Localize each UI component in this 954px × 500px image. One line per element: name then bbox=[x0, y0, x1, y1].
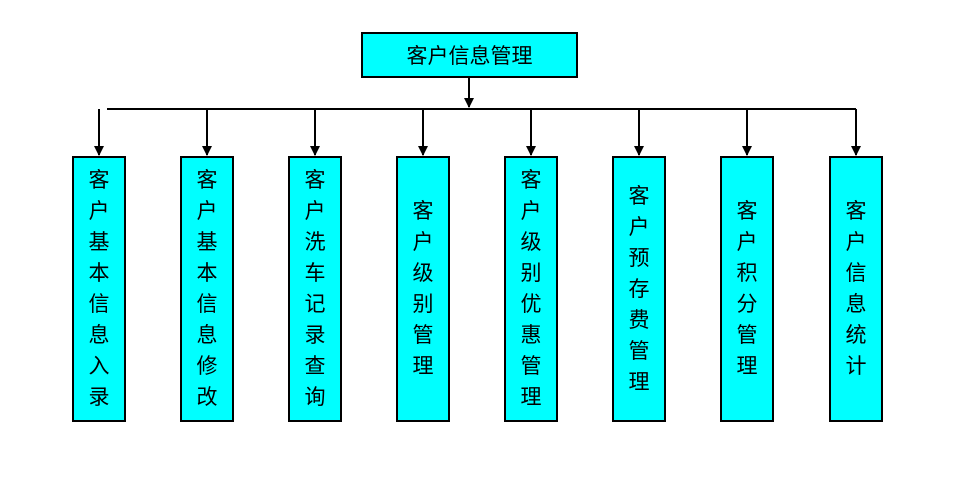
child-node-points-management: 客户积分管理 bbox=[720, 156, 774, 422]
child-node-label: 客户级别优惠管理 bbox=[520, 168, 542, 409]
child-node-wash-record-query: 客户洗车记录查询 bbox=[288, 156, 342, 422]
child-node-label: 客户预存费管理 bbox=[628, 183, 650, 394]
child-node-label: 客户积分管理 bbox=[736, 199, 758, 378]
child-node-prepaid-management: 客户预存费管理 bbox=[612, 156, 666, 422]
child-node-basic-info-edit: 客户基本信息修改 bbox=[180, 156, 234, 422]
child-node-basic-info-entry: 客户基本信息入录 bbox=[72, 156, 126, 422]
child-node-level-management: 客户级别管理 bbox=[396, 156, 450, 422]
root-node: 客户信息管理 bbox=[361, 32, 578, 78]
child-node-label: 客户基本信息入录 bbox=[88, 168, 110, 409]
child-node-level-discount-management: 客户级别优惠管理 bbox=[504, 156, 558, 422]
child-node-info-statistics: 客户信息统计 bbox=[829, 156, 883, 422]
child-node-label: 客户基本信息修改 bbox=[196, 168, 218, 409]
child-node-label: 客户级别管理 bbox=[412, 199, 434, 378]
root-node-label: 客户信息管理 bbox=[406, 44, 533, 68]
child-node-label: 客户洗车记录查询 bbox=[304, 168, 326, 409]
child-node-label: 客户信息统计 bbox=[845, 199, 867, 378]
